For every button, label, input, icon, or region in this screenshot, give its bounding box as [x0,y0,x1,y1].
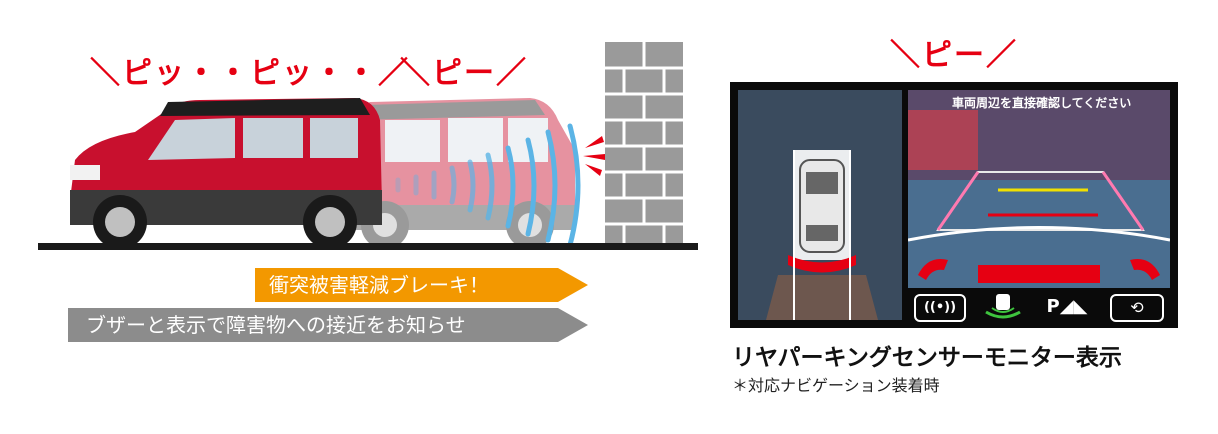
brake-arrow: 衝突被害軽減ブレーキ！ [255,268,588,302]
parking-illustration [38,42,698,250]
beep-text-continuous: ＼ピー／ [400,56,528,91]
monitor-caption: リヤパーキングセンサーモニター表示 [732,345,1122,371]
ground-line [38,243,698,250]
rear-camera-pane: 車両周辺を直接確認してください [908,90,1170,288]
beep-text-intermittent: ＼ピッ・・ピッ・・／ [90,56,410,91]
sensor-waves [395,123,581,248]
monitor-screen: 車両周辺を直接確認してください ((•)) P◢◣ ⟲ [730,82,1178,328]
monitor-footnote: ＊対応ナビゲーション装着時 [732,376,940,395]
brake-arrow-label: 衝突被害軽減ブレーキ！ [269,273,489,297]
brick-wall [605,42,683,245]
screen-warning-banner: 車両周辺を直接確認してください [952,96,1132,110]
sensor-toggle-icon[interactable]: ((•)) [914,294,966,322]
buzzer-arrow: ブザーと表示で障害物への接近をお知らせ [68,308,588,342]
buzzer-arrow-label: ブザーと表示で障害物への接近をお知らせ [86,313,466,337]
proximity-bar [978,265,1100,283]
rear-sensor-status-icon [985,294,1021,319]
top-view-pane [738,90,902,320]
parking-assist-icon[interactable]: P◢◣ [1046,296,1088,317]
view-switch-icon[interactable]: ⟲ [1110,294,1164,322]
alert-mark [583,136,605,176]
car-red-suv [70,98,382,249]
beep-text-monitor: ＼ピー／ [890,38,1018,73]
monitor-icon-row: ((•)) P◢◣ ⟲ [908,292,1170,322]
